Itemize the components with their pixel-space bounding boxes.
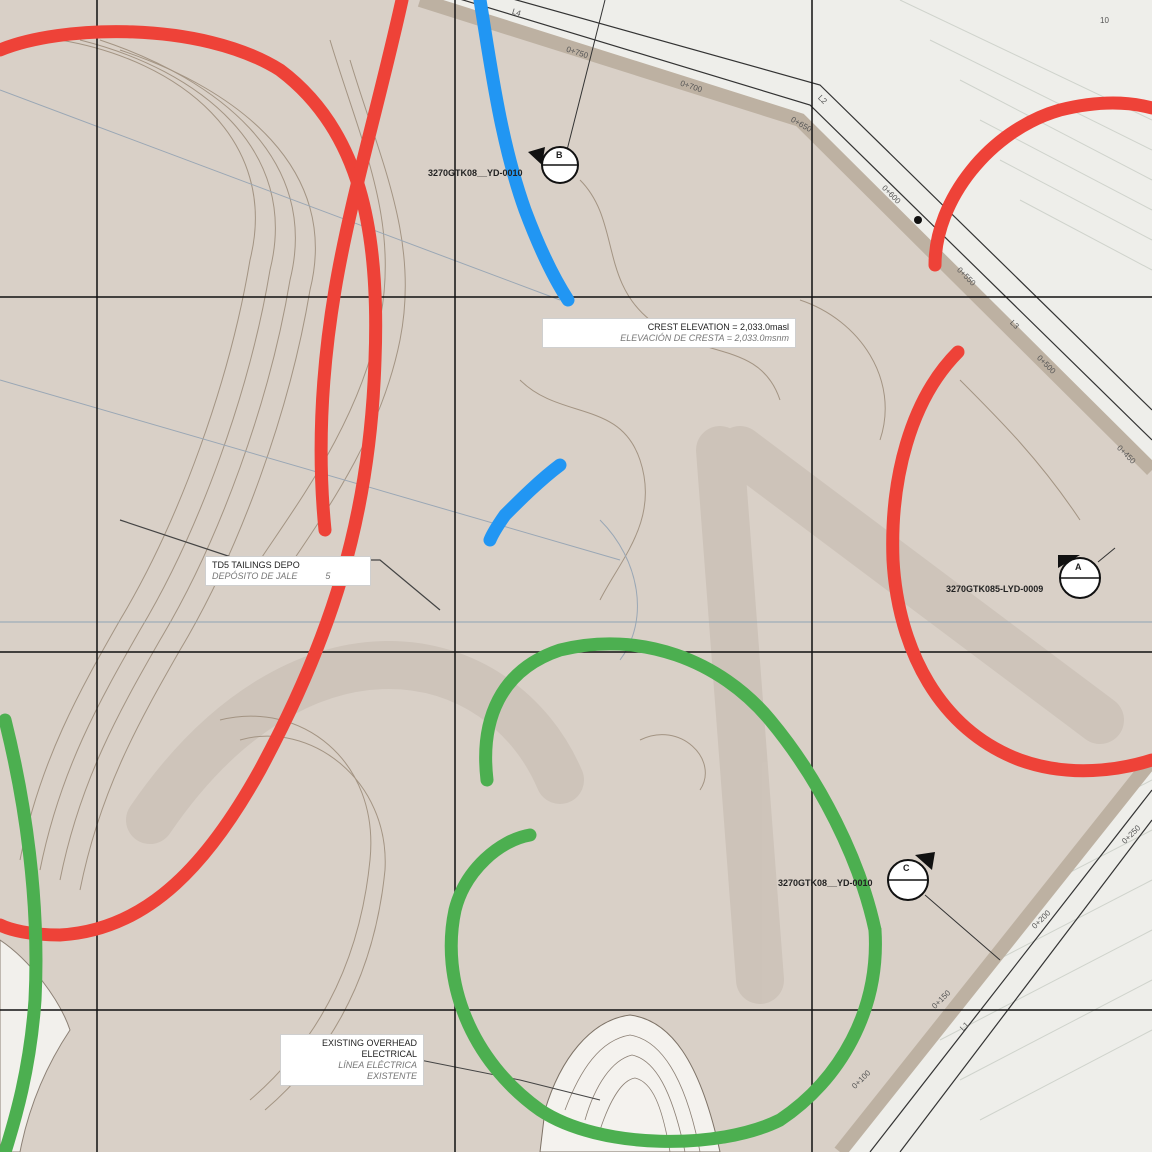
section-marker-a xyxy=(1058,547,1116,599)
tailings-deposit-en: TD5 TAILINGS DEPO xyxy=(212,560,300,570)
green-annotation-arc-left xyxy=(0,713,43,1152)
section-marker-b xyxy=(528,0,606,184)
red-annotation-stroke xyxy=(314,0,409,537)
tailings-deposit-es: DEPÓSITO DE JALE xyxy=(212,571,298,581)
section-marker-c xyxy=(887,852,1001,961)
tailings-deposit-es-tail: 5 xyxy=(325,571,331,581)
red-annotation-loop-right xyxy=(886,345,1152,778)
red-annotation-loop-left xyxy=(0,25,383,942)
crest-elevation-es: ELEVACIÓN DE CRESTA = 2,033.0msnm xyxy=(620,333,789,343)
crest-elevation-en: CREST ELEVATION = 2,033.0masl xyxy=(647,322,789,332)
green-annotation-arc-top xyxy=(479,637,882,937)
electrical-line-en-2: ELECTRICAL xyxy=(361,1049,417,1059)
tailings-deposit-label: TD5 TAILINGS DEPO DEPÓSITO DE JALE 5 xyxy=(205,556,371,586)
blue-annotation-tick xyxy=(483,458,567,547)
crest-berm xyxy=(417,0,1152,475)
electrical-line-es-2: EXISTENTE xyxy=(366,1071,417,1081)
pit-area xyxy=(539,1014,721,1152)
electrical-line-label: EXISTING OVERHEAD ELECTRICAL LÍNEA ELÉCT… xyxy=(280,1034,424,1086)
watermark xyxy=(126,426,1124,1004)
section-marker-b-ref: 3270GTK08__YD-0010 xyxy=(428,168,523,178)
crest-elevation-label: CREST ELEVATION = 2,033.0masl ELEVACIÓN … xyxy=(542,318,796,348)
perimeter-lines xyxy=(460,0,1152,1152)
electrical-line-en-1: EXISTING OVERHEAD xyxy=(321,1038,417,1048)
section-marker-c-letter: C xyxy=(903,863,910,873)
section-marker-c-ref: 3270GTK08__YD-0010 xyxy=(778,878,873,888)
section-marker-a-ref: 3270GTK085-LYD-0009 xyxy=(946,584,1044,594)
section-marker-a-letter: A xyxy=(1075,562,1082,572)
alignment-label: 10 xyxy=(1100,16,1109,25)
green-annotation-arc-bottom xyxy=(444,828,882,1148)
electrical-line-es-1: LÍNEA ELÉCTRICA xyxy=(338,1060,417,1070)
section-marker-b-letter: B xyxy=(556,150,563,160)
blue-annotation-stroke xyxy=(473,0,575,307)
survey-point xyxy=(914,216,922,224)
red-annotation-arc-top-right xyxy=(928,96,1152,272)
